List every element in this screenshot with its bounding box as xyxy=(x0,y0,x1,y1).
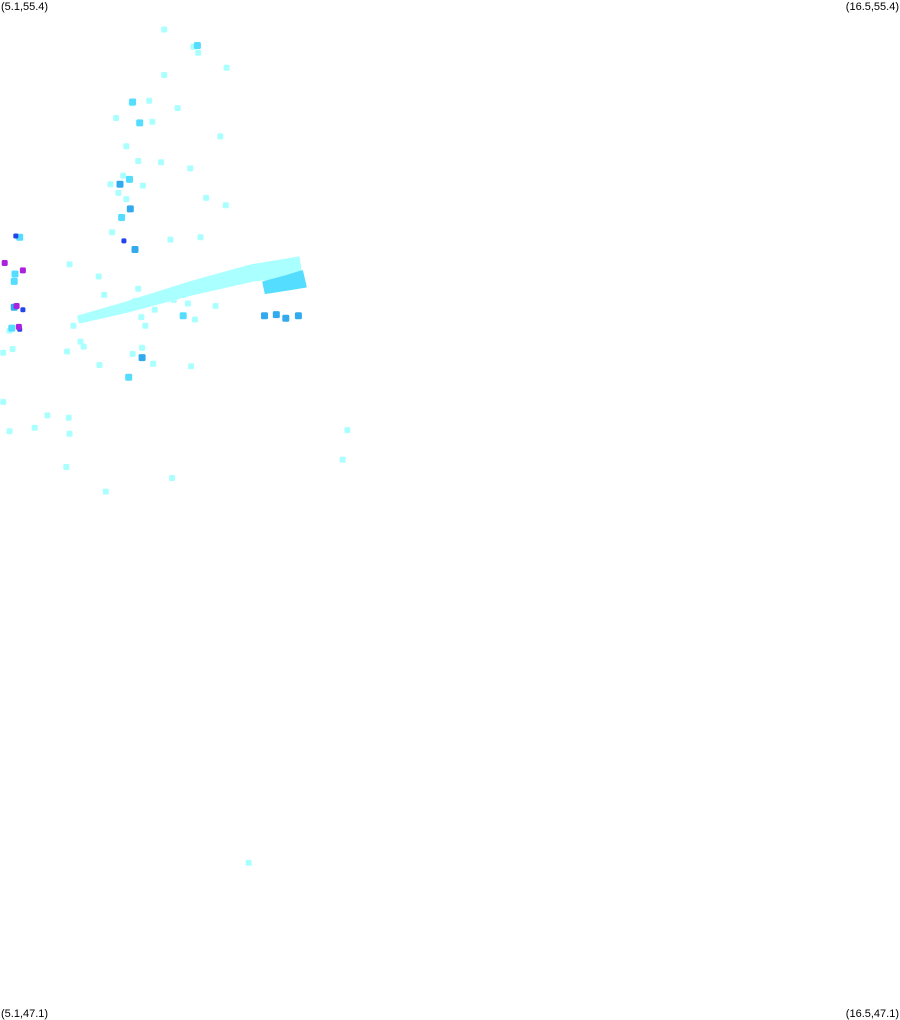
data-point-level-2 xyxy=(118,214,126,221)
data-point-level-1 xyxy=(197,234,204,241)
data-point-level-3 xyxy=(294,312,302,320)
data-point-level-1 xyxy=(31,424,38,431)
data-point-level-1 xyxy=(65,414,72,421)
data-point-level-1 xyxy=(6,428,13,435)
data-point-level-3 xyxy=(126,205,134,213)
data-point-level-1 xyxy=(63,464,70,470)
data-point-level-1 xyxy=(135,285,142,292)
data-point-level-1 xyxy=(70,322,77,329)
data-point-level-1 xyxy=(95,273,102,280)
corner-label-bottom-right: (16.5,47.1) xyxy=(845,1008,899,1020)
data-point-level-1 xyxy=(139,182,146,189)
data-point-level-3 xyxy=(116,180,124,188)
data-point-level-1 xyxy=(44,412,51,419)
data-point-level-1 xyxy=(9,346,16,352)
trail-1 xyxy=(262,270,307,294)
data-point-level-1 xyxy=(64,348,71,355)
data-point-level-1 xyxy=(166,291,173,298)
data-point-level-5 xyxy=(13,303,20,309)
data-point-level-1 xyxy=(170,296,177,303)
data-point-level-1 xyxy=(0,349,7,356)
data-point-level-3 xyxy=(282,314,290,322)
data-point-level-1 xyxy=(129,350,136,357)
data-point-level-1 xyxy=(187,165,194,172)
data-point-level-1 xyxy=(344,427,351,434)
data-point-level-1 xyxy=(212,303,219,309)
corner-label-top-left: (5.1,55.4) xyxy=(1,1,49,13)
data-point-level-1 xyxy=(223,64,230,71)
data-point-level-2 xyxy=(126,175,133,183)
data-point-level-1 xyxy=(180,291,187,298)
data-point-level-3 xyxy=(261,312,268,320)
data-point-level-2 xyxy=(129,98,137,106)
data-point-level-5 xyxy=(19,267,26,274)
data-point-level-5 xyxy=(15,323,22,330)
data-point-level-1 xyxy=(169,475,176,481)
data-point-level-1 xyxy=(146,97,153,104)
data-point-level-2 xyxy=(136,119,144,127)
data-point-level-1 xyxy=(96,362,103,368)
data-point-level-1 xyxy=(174,105,181,112)
data-point-level-1 xyxy=(167,236,174,243)
data-point-level-1 xyxy=(101,291,108,298)
data-point-level-1 xyxy=(77,338,84,345)
data-point-level-3 xyxy=(272,311,280,319)
data-point-level-1 xyxy=(142,322,149,329)
data-point-level-1 xyxy=(245,859,252,866)
data-point-level-3 xyxy=(131,246,139,253)
trail-0 xyxy=(77,256,303,324)
data-point-level-1 xyxy=(222,202,229,209)
data-point-level-1 xyxy=(120,172,127,179)
data-point-level-1 xyxy=(188,363,195,370)
data-point-level-1 xyxy=(161,72,168,78)
data-point-level-1 xyxy=(150,360,157,367)
data-point-level-2 xyxy=(179,312,187,320)
data-point-level-1 xyxy=(115,189,122,196)
data-point-level-1 xyxy=(135,158,142,164)
data-point-level-4 xyxy=(20,307,26,313)
data-point-level-1 xyxy=(149,118,156,125)
data-point-level-1 xyxy=(339,456,346,463)
corner-label-top-right: (16.5,55.4) xyxy=(845,1,899,13)
data-point-level-1 xyxy=(158,159,165,166)
data-point-level-1 xyxy=(107,181,114,188)
data-point-level-2 xyxy=(125,373,133,381)
data-point-level-1 xyxy=(80,343,87,350)
data-point-level-2 xyxy=(11,270,19,278)
data-point-level-1 xyxy=(138,314,145,321)
data-point-level-3 xyxy=(138,354,146,362)
data-point-level-1 xyxy=(184,300,191,307)
data-point-level-1 xyxy=(102,488,109,495)
data-point-level-1 xyxy=(192,316,198,323)
data-point-level-2 xyxy=(8,324,16,332)
data-point-level-1 xyxy=(123,196,130,203)
data-point-level-5 xyxy=(1,260,8,266)
data-point-level-2 xyxy=(10,277,18,285)
data-point-level-1 xyxy=(113,115,120,121)
data-point-level-1 xyxy=(217,133,224,140)
data-point-level-1 xyxy=(203,194,210,201)
data-point-level-1 xyxy=(109,229,116,236)
data-point-level-4 xyxy=(121,238,127,244)
data-point-level-1 xyxy=(132,298,138,305)
data-point-level-1 xyxy=(151,306,158,313)
corner-label-bottom-left: (5.1,47.1) xyxy=(1,1008,49,1020)
data-point-level-1 xyxy=(123,143,130,150)
data-point-level-1 xyxy=(66,430,73,437)
data-point-level-1 xyxy=(195,49,202,56)
data-point-level-2 xyxy=(193,42,201,49)
data-point-level-1 xyxy=(139,344,146,351)
trails-layer xyxy=(77,256,307,324)
points-layer xyxy=(0,26,351,866)
data-point-level-1 xyxy=(66,261,73,268)
data-point-level-1 xyxy=(0,398,7,405)
data-point-level-4 xyxy=(13,233,19,239)
data-point-level-1 xyxy=(161,26,168,33)
